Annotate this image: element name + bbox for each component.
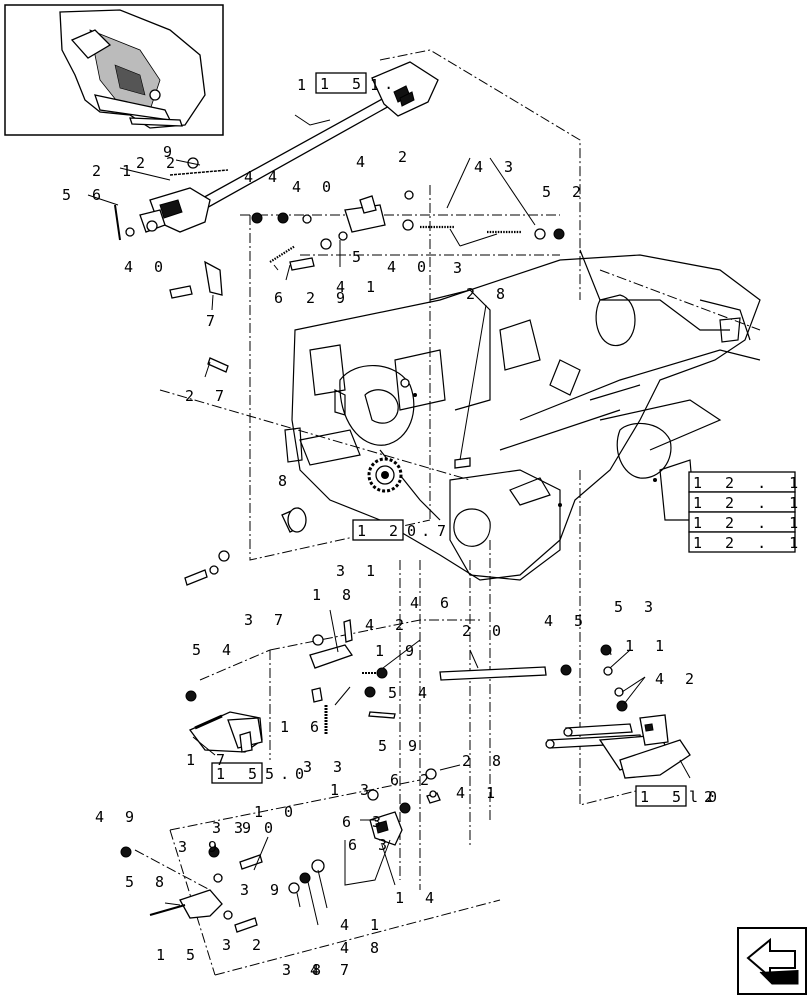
rod-assembly (139, 61, 439, 233)
callout-28b: 2 8 (462, 752, 507, 770)
callout-31: 3 1 (336, 562, 381, 580)
ref-box-12-18[interactable]: 1 2 . 1 8 (688, 531, 812, 553)
ref-box-15-50[interactable]: 1 5 . (211, 762, 296, 784)
leader-lines (87, 114, 691, 926)
callout-15-12-tail: l2 (689, 788, 719, 806)
linkage-middle (185, 619, 628, 735)
next-page-arrow-icon[interactable] (737, 927, 807, 995)
callout-58: 5 8 (125, 873, 170, 891)
callout-8: 8 (278, 472, 293, 490)
svg-text:1 5 .: 1 5 . (640, 788, 720, 806)
callout-45: 4 5 (544, 612, 589, 630)
ref-box-15-1[interactable]: 1 5 . (315, 72, 400, 94)
callout-48: 4 8 (340, 939, 385, 957)
callout-7: 7 (206, 312, 221, 330)
callout-40a: 4 0 (124, 258, 169, 276)
callout-39a: 3 9 (212, 819, 257, 837)
callout-39c: 3 9 (240, 881, 285, 899)
callout-30: 3 0 (234, 819, 279, 837)
callout-4a: 4 (244, 168, 259, 186)
svg-text:1 2 . 1 5: 1 2 . 1 5 (693, 474, 812, 492)
callout-49: 4 9 (95, 808, 140, 826)
svg-text:1 5 .: 1 5 . (320, 75, 400, 93)
callout-5: 5 (352, 248, 367, 266)
callout-63b: 6 3 (348, 836, 393, 854)
callout-47: 4 7 (310, 961, 355, 979)
callout-15-1-tail: 1 (297, 76, 312, 94)
ref-box-12-16[interactable]: 1 2 . 1 6 (688, 491, 812, 513)
callout-28a: 2 8 (466, 285, 511, 303)
roller-8 (184, 507, 307, 586)
callout-43: 4 3 (474, 158, 519, 176)
callout-4c: 4 (356, 153, 371, 171)
callout-54b: 5 4 (388, 684, 433, 702)
callout-52: 5 2 (542, 183, 587, 201)
callout-54a: 5 4 (192, 641, 237, 659)
chassis-frame (284, 249, 761, 581)
callout-10: 1 0 (254, 803, 299, 821)
callout-33: 3 3 (303, 758, 348, 776)
callout-16: 1 6 (280, 718, 325, 736)
ref-box-12-15[interactable]: 1 2 . 1 5 (688, 471, 812, 493)
callout-29: 2 9 (306, 289, 351, 307)
callout-38: 3 8 (282, 961, 327, 979)
callout-22: 2 2 (136, 154, 181, 172)
ref-box-12-17[interactable]: 1 2 . 1 7 (688, 511, 812, 533)
svg-text:1 2 . 1 7: 1 2 . 1 7 (693, 514, 812, 532)
inset-thumbnail (4, 4, 224, 136)
callout-41a: 4 1 (336, 278, 381, 296)
svg-text:1 2 . 1 8: 1 2 . 1 8 (693, 534, 812, 552)
callout-32: 3 2 (222, 936, 267, 954)
ref-box-12-07[interactable]: 1 2 . 0 7 (352, 519, 452, 541)
callout-15-12-suffix: 0 (708, 788, 723, 806)
svg-text:1 2 . 1 6: 1 2 . 1 6 (693, 494, 812, 512)
callout-56: 5 6 (62, 186, 107, 204)
callout-11: 1 1 (625, 637, 670, 655)
callout-3: 3 (453, 259, 468, 277)
bracket-assembly-right (545, 714, 691, 779)
callout-4b: 4 (268, 168, 283, 186)
callout-15b: 1 5 (156, 946, 201, 964)
callout-19: 1 9 (375, 642, 420, 660)
callout-62: 6 2 (390, 771, 435, 789)
callout-42a: 4 2 (365, 616, 410, 634)
callout-37: 3 7 (244, 611, 289, 629)
callout-18: 1 8 (312, 586, 357, 604)
callout-59: 5 9 (378, 737, 423, 755)
callout-42b: 4 2 (655, 670, 700, 688)
hardware-top (114, 157, 565, 469)
callout-41c: 4 1 (340, 916, 385, 934)
callout-46: 4 6 (410, 594, 455, 612)
callout-6: 6 (274, 289, 289, 307)
callout-21: 2 1 (92, 162, 137, 180)
svg-text:1 2 .: 1 2 . (357, 522, 437, 540)
actuator-17 (188, 711, 263, 753)
callout-13: 1 3 (330, 781, 375, 799)
callout-15-1-end: 1 (370, 76, 385, 94)
callout-9: 9 (163, 143, 178, 161)
ref-box-15-12[interactable]: 1 5 . (635, 785, 720, 807)
bottom-hardware (120, 768, 441, 933)
callout-2: 2 (398, 148, 413, 166)
callout-labels: 1 1 2 1 2 2 9 5 6 4 0 4 4 4 0 4 2 4 3 5 … (62, 76, 723, 979)
sprocket (367, 457, 403, 493)
svg-text:0 7: 0 7 (407, 522, 452, 540)
callout-27: 2 7 (185, 387, 230, 405)
svg-text:1 5 .: 1 5 . (216, 765, 296, 783)
callout-14: 1 4 (395, 889, 440, 907)
callout-39b: 3 9 (178, 838, 223, 856)
callout-40b: 4 0 (292, 178, 337, 196)
callout-40c: 4 0 (387, 258, 432, 276)
callout-53: 5 3 (614, 598, 659, 616)
callout-17: 1 7 (186, 751, 231, 769)
callout-41b: 4 1 (456, 784, 501, 802)
callout-63a: 6 3 (342, 813, 387, 831)
callout-15-50-tail: 5 0 (265, 765, 310, 783)
callout-20: 2 0 (462, 622, 507, 640)
